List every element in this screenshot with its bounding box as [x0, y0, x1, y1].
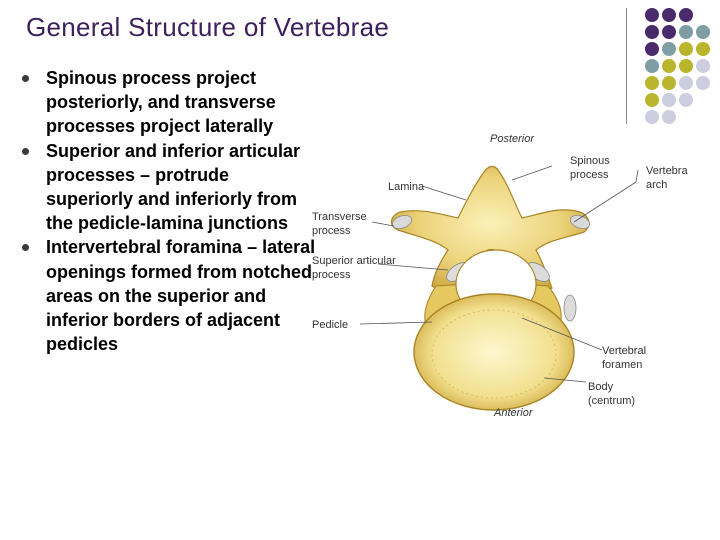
decorative-dot	[679, 59, 693, 73]
decorative-dot	[645, 8, 659, 22]
decorative-dot	[679, 42, 693, 56]
vertebral-arch-label: Vertebral	[646, 165, 688, 177]
decorative-dot	[662, 42, 676, 56]
decorative-dot	[696, 76, 710, 90]
vertebra-illustration: Posterior Spinous process Vertebral arch…	[312, 133, 688, 419]
bullet-list: Spinous process project posteriorly, and…	[20, 66, 320, 356]
decorative-dot	[679, 76, 693, 90]
decorative-dot	[645, 42, 659, 56]
decorative-dot	[696, 25, 710, 39]
vertebral-foramen-label: Vertebral	[602, 345, 646, 357]
vertebral-arch-label-2: arch	[646, 179, 667, 191]
body-label-2: (centrum)	[588, 395, 635, 407]
decorative-dot	[645, 76, 659, 90]
decorative-dot	[662, 25, 676, 39]
spinous-process-label: Spinous	[570, 155, 610, 167]
bullet-dot-icon	[22, 147, 29, 155]
body-label: Body	[588, 381, 614, 393]
transverse-process-label-2: process	[312, 225, 351, 237]
decorative-divider-line	[626, 8, 627, 124]
decorative-dot	[662, 93, 676, 107]
lamina-label: Lamina	[388, 181, 425, 193]
decorative-dot	[645, 110, 659, 124]
decorative-dot	[679, 93, 693, 107]
slide-title: General Structure of Vertebrae	[26, 12, 390, 42]
decorative-dot	[662, 59, 676, 73]
right-pedicle-facet	[563, 294, 577, 322]
bullet-item: Spinous process project posteriorly, and…	[20, 66, 320, 139]
decorative-dot	[696, 42, 710, 56]
superior-articular-label-2: process	[312, 269, 351, 281]
decorative-dot	[645, 93, 659, 107]
vertebral-body-shape	[413, 293, 575, 411]
posterior-label: Posterior	[490, 133, 535, 145]
decorative-dot	[662, 110, 676, 124]
decorative-dot	[662, 76, 676, 90]
decorative-dot	[662, 8, 676, 22]
anterior-label: Anterior	[493, 407, 534, 419]
decorative-dot	[645, 59, 659, 73]
decorative-dot	[645, 25, 659, 39]
transverse-process-label: Transverse	[312, 211, 367, 223]
decorative-dot	[696, 59, 710, 73]
bullet-item: Superior and inferior articular processe…	[20, 139, 320, 236]
bullet-item: Intervertebral foramina – lateral openin…	[20, 235, 320, 356]
decorative-dot	[679, 8, 693, 22]
vertebral-foramen-label-2: foramen	[602, 359, 642, 371]
bullet-dot-icon	[22, 75, 29, 82]
superior-articular-label: Superior articular	[312, 255, 396, 267]
bullet-dot-icon	[22, 244, 29, 252]
vertebral-body-inner	[431, 309, 557, 399]
spinous-process-label-2: process	[570, 169, 609, 181]
decorative-dot	[679, 25, 693, 39]
pedicle-label: Pedicle	[312, 319, 348, 331]
